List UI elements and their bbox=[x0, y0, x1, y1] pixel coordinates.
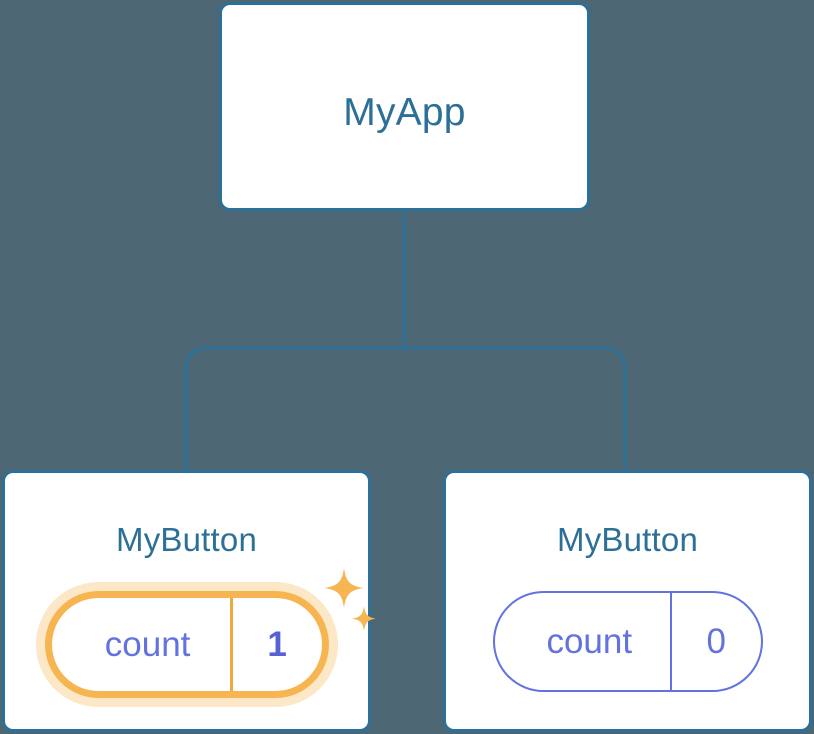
node-title: MyButton bbox=[557, 521, 698, 558]
edge-branch-to-left-child bbox=[184, 346, 405, 472]
state-value: 1 bbox=[229, 598, 322, 691]
node-card-mybutton-right[interactable]: MyButton count 0 bbox=[443, 470, 812, 732]
node-card-myapp[interactable]: MyApp bbox=[219, 2, 590, 211]
state-pill-container: count 1 bbox=[5, 568, 376, 701]
state-key: count bbox=[104, 624, 191, 664]
node-title: MyApp bbox=[343, 91, 466, 134]
node-card-mybutton-left[interactable]: MyButton count 1 bbox=[2, 470, 376, 732]
state-key: count bbox=[546, 621, 633, 661]
state-pill-container: count 0 bbox=[446, 581, 809, 701]
state-pill-highlighted[interactable]: count 1 bbox=[44, 568, 376, 698]
state-pill[interactable]: count 0 bbox=[492, 591, 763, 692]
node-title: MyButton bbox=[116, 521, 257, 558]
edge-branch-to-right-child bbox=[404, 346, 627, 472]
sparkles-icon bbox=[323, 568, 376, 631]
state-value: 0 bbox=[670, 593, 760, 690]
